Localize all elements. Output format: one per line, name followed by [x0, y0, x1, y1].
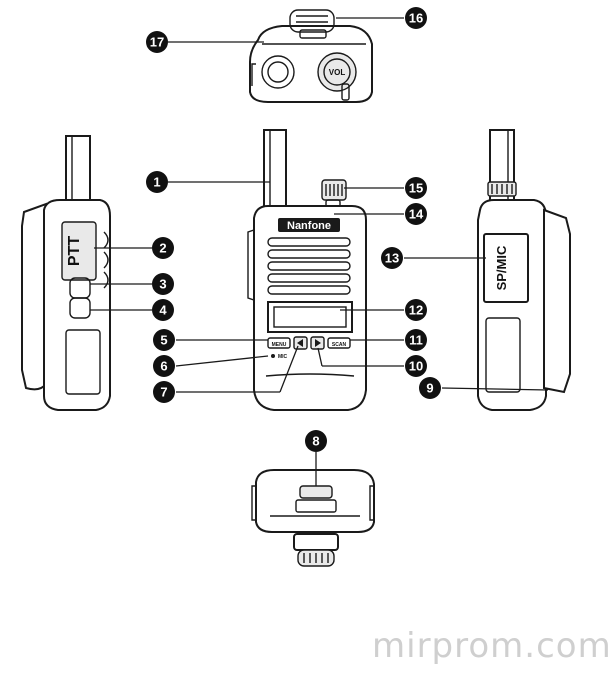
callout-4: 4 [152, 299, 174, 321]
scan-label: SCAN [332, 342, 347, 348]
callout-7: 7 [153, 381, 175, 403]
microphone-hole [271, 354, 275, 358]
svg-text:2: 2 [159, 241, 166, 256]
speaker-grille [267, 237, 351, 295]
callout-8: 8 [305, 430, 327, 452]
battery-release-latch [299, 485, 333, 499]
callout-1: 1 [146, 171, 168, 193]
svg-text:6: 6 [160, 359, 167, 374]
menu-key [267, 337, 291, 349]
top-view: VOL [249, 9, 373, 103]
callout-3: 3 [152, 273, 174, 295]
callout-14: 14 [405, 203, 427, 225]
callout-17: 17 [146, 31, 168, 53]
watermark: mirprom.com [372, 626, 611, 666]
callout-16: 16 [405, 7, 427, 29]
sp-mic-cover [483, 233, 529, 303]
spmic-label: SP/MIC [494, 245, 509, 290]
svg-text:16: 16 [409, 11, 423, 26]
mic-label: MIC [278, 354, 288, 360]
svg-text:11: 11 [409, 333, 423, 348]
antenna-connector [261, 55, 295, 89]
svg-text:5: 5 [160, 333, 167, 348]
callout-6: 6 [153, 355, 175, 377]
front-view: Nanfone MENU SCAN MIC [247, 129, 367, 411]
svg-text:10: 10 [409, 359, 423, 374]
svg-text:1: 1 [153, 175, 160, 190]
svg-text:13: 13 [385, 251, 399, 266]
svg-text:15: 15 [409, 181, 423, 196]
svg-text:3: 3 [159, 277, 166, 292]
bottom-view [251, 469, 375, 567]
menu-label: MENU [272, 342, 287, 348]
antenna-left [65, 135, 91, 209]
scan-key [327, 337, 351, 349]
callout-2: 2 [152, 237, 174, 259]
callout-12: 12 [405, 299, 427, 321]
belt-clip-left [21, 202, 47, 391]
callout-13: 13 [381, 247, 403, 269]
svg-text:8: 8 [312, 434, 319, 449]
svg-text:9: 9 [426, 381, 433, 396]
svg-text:12: 12 [409, 303, 423, 318]
callout-5: 5 [153, 329, 175, 351]
leader-lines [90, 17, 549, 486]
callout-15: 15 [405, 177, 427, 199]
ptt-button [61, 221, 97, 281]
right-side-view: SP/MIC [477, 129, 571, 411]
ptt-label: PTT [66, 236, 83, 266]
left-arrow-icon [297, 339, 303, 347]
svg-text:17: 17 [150, 35, 164, 50]
side-key-2 [69, 297, 91, 319]
svg-text:4: 4 [159, 303, 167, 318]
antenna-front [263, 129, 287, 213]
vol-label: VOL [329, 68, 346, 77]
callout-11: 11 [405, 329, 427, 351]
right-arrow-icon [315, 339, 321, 347]
callout-9: 9 [419, 377, 441, 399]
svg-text:14: 14 [409, 207, 424, 222]
belt-clip-right [543, 208, 571, 394]
callout-10: 10 [405, 355, 427, 377]
svg-text:7: 7 [160, 385, 167, 400]
left-side-view: PTT [21, 135, 111, 411]
brand-label: Nanfone [287, 220, 331, 232]
